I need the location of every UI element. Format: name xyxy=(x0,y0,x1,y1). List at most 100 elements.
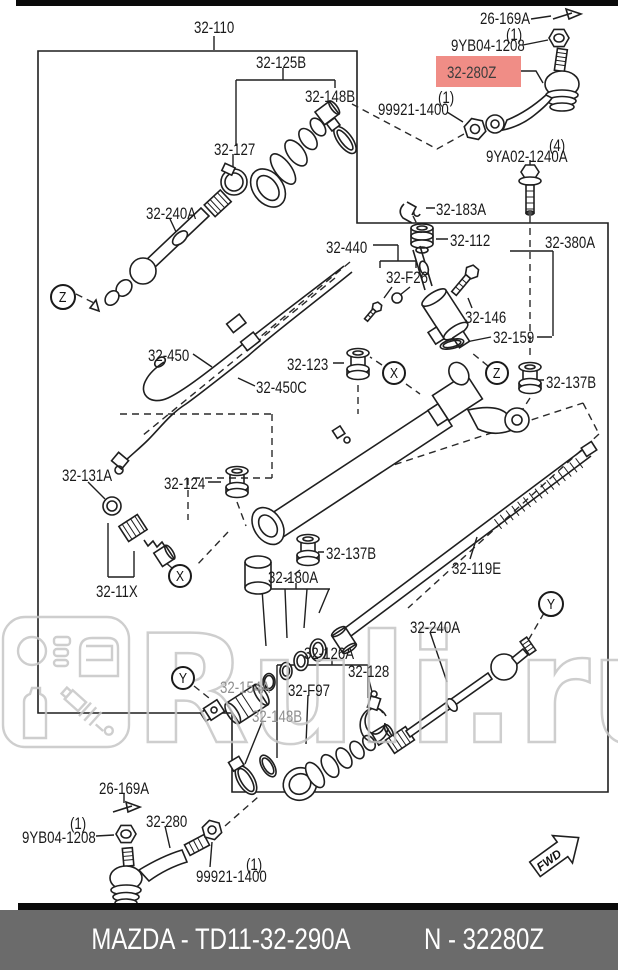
nut-99921-top-icon xyxy=(463,117,487,141)
clamp-32-148B-top-icon xyxy=(325,116,357,155)
footer-bar: MAZDA - TD11-32-290A N - 32280Z xyxy=(0,910,618,970)
tie-rod-end-top xyxy=(485,47,580,134)
part-label-32-124: 32-124 xyxy=(164,474,206,493)
inner-tie-rod-bottom xyxy=(384,636,537,755)
part-label-9YA02-1240A: 9YA02-1240A xyxy=(486,147,568,166)
part-label-32-380A: 32-380A xyxy=(545,233,596,252)
view-circle-letter: Z xyxy=(493,364,501,382)
part-label-32-110: 32-110 xyxy=(194,18,235,37)
part-label-qty-1-b: (1) xyxy=(438,88,455,107)
watermark-text: Ruli.ru xyxy=(134,604,618,778)
footer-part-number: N - 32280Z xyxy=(423,923,545,956)
part-label-32-148B-bottom: 32-148B xyxy=(252,707,303,726)
part-label-qty-1-d: (1) xyxy=(246,855,263,874)
part-label-32-F97: 32-F97 xyxy=(288,681,331,700)
pinion-shaft xyxy=(412,245,433,291)
view-circle-letter: X xyxy=(175,567,185,585)
part-label-32-123: 32-123 xyxy=(287,355,329,374)
bushing-32-124-icon xyxy=(225,465,249,499)
part-label-32-119E: 32-119E xyxy=(452,559,502,578)
part-label-32-440: 32-440 xyxy=(326,238,368,257)
part-label-32-112: 32-112 xyxy=(450,231,491,250)
part-label-32-131A: 32-131A xyxy=(62,466,113,485)
view-circle-view-x-mid: X xyxy=(382,361,406,385)
view-circle-view-y-left: Y xyxy=(171,666,195,690)
bushing-32-137B-mid-icon xyxy=(296,533,320,567)
part-label-32-183A: 32-183A xyxy=(436,200,487,219)
part-label-9YB04-1208-bottom: 9YB04-1208 xyxy=(22,828,96,847)
part-label-32-127: 32-127 xyxy=(214,140,256,159)
part-label-32-125B: 32-125B xyxy=(256,53,307,72)
ring-32-131A-icon xyxy=(102,496,122,516)
part-label-qty-1-c: (1) xyxy=(70,814,87,833)
oring-32-159-icon xyxy=(439,337,465,351)
view-circle-view-x-bottom: X xyxy=(168,564,192,588)
part-label-32-126A: 32-126A xyxy=(304,644,355,663)
plug-32-11X xyxy=(117,513,176,568)
part-label-32-137B-mid: 32-137B xyxy=(326,544,377,563)
leader-lines xyxy=(87,15,554,868)
clamp-32-127-icon xyxy=(220,162,248,196)
view-circle-letter: Y xyxy=(546,595,556,613)
assembly-boundary xyxy=(37,50,609,793)
clip-26-169A-bottom-icon xyxy=(112,800,143,814)
part-label-32-154A: 32-154A xyxy=(220,678,271,697)
bushing-32-137B-right-icon xyxy=(518,361,542,395)
bleeder-32-F26-icon xyxy=(363,292,403,323)
inner-tie-rod-top xyxy=(88,188,233,313)
hose-32-450 xyxy=(110,265,353,475)
bushing-32-123-icon xyxy=(346,347,370,381)
part-label-32-128: 32-128 xyxy=(348,662,390,681)
clip-32-183A-icon xyxy=(399,201,421,224)
part-label-qty-1-a: (1) xyxy=(506,25,523,44)
part-label-32-180A: 32-180A xyxy=(268,568,319,587)
tie-rod-end-bottom xyxy=(109,833,211,908)
part-label-9YB04-1208-top: 9YB04-1208 xyxy=(451,36,525,55)
view-circle-letter: Y xyxy=(178,669,188,687)
part-label-99921-1400-bottom: 99921-1400 xyxy=(196,867,267,886)
construction-dashed-lines xyxy=(75,103,600,827)
footer-divider xyxy=(18,903,618,910)
part-label-32-146: 32-146 xyxy=(465,308,507,327)
clamp-32-148B-bottom-icon xyxy=(227,754,277,796)
view-circle-view-z-left: Z xyxy=(50,284,76,310)
highlighted-part-badge: 32-280Z xyxy=(436,56,521,87)
boot-32-125B xyxy=(249,100,341,208)
piston-32-154A xyxy=(199,683,270,725)
fwd-arrow-icon: FWD xyxy=(528,834,580,878)
rack-shaft-32-119E xyxy=(330,440,598,655)
part-label-32-159: 32-159 xyxy=(493,328,535,347)
highlighted-part-label: 32-280Z xyxy=(447,63,497,82)
grommet-32-112-icon xyxy=(410,223,434,254)
part-label-26-169A-top: 26-169A xyxy=(480,9,531,28)
part-label-32-F26: 32-F26 xyxy=(386,268,429,287)
nut-9YB04-top-icon xyxy=(548,28,570,48)
view-circle-view-y-right: Y xyxy=(538,591,564,617)
watermark: Ruli.ru xyxy=(1,603,618,779)
part-label-qty-4: (4) xyxy=(549,136,566,155)
nut-99921-bottom-icon xyxy=(201,819,223,841)
part-label-32-148B-top: 32-148B xyxy=(305,87,356,106)
part-label-32-137B-right: 32-137B xyxy=(546,373,597,392)
nut-9YB04-bottom-icon xyxy=(115,824,137,844)
part-label-32-450: 32-450 xyxy=(148,346,190,365)
clip-26-169A-top-icon xyxy=(552,7,584,21)
view-circle-view-z-mid: Z xyxy=(485,361,509,385)
part-label-32-450C: 32-450C xyxy=(256,378,307,397)
view-circle-letter: Z xyxy=(59,288,67,306)
scan-edge-strip xyxy=(16,0,618,6)
clamp-32-128-icon xyxy=(359,690,389,743)
seal-kit-32-180A xyxy=(262,638,327,692)
part-label-26-169A-bottom: 26-169A xyxy=(99,779,150,798)
part-label-32-280: 32-280 xyxy=(146,812,188,831)
part-label-99921-1400-top: 99921-1400 xyxy=(378,100,449,119)
part-label-32-240A-bottom: 32-240A xyxy=(410,618,461,637)
part-label-32-240A-top: 32-240A xyxy=(146,204,197,223)
bolt-32-146-icon xyxy=(450,264,480,297)
rack-housing xyxy=(244,361,530,595)
part-label-32-11X: 32-11X xyxy=(96,582,138,601)
bolt-9YA02-icon xyxy=(518,164,542,216)
view-circle-letter: X xyxy=(389,364,399,382)
